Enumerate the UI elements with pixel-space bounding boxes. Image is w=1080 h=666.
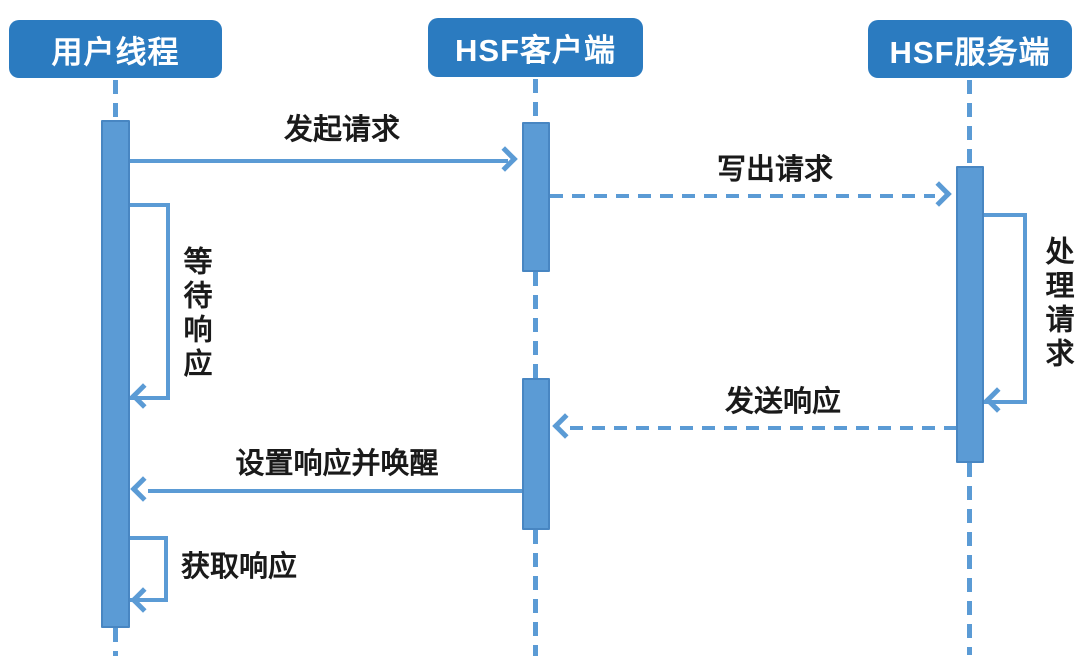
lifeline-hsf-server: [967, 80, 972, 168]
arrow-left-icon: [552, 413, 578, 439]
message-send-response-line: [570, 426, 956, 430]
lifeline-hsf-server: [967, 463, 972, 655]
participant-hsf-client: HSF客户端: [428, 18, 643, 77]
lifeline-hsf-client: [533, 272, 538, 380]
message-write-request-line: [550, 194, 935, 198]
participant-user-thread: 用户线程: [9, 20, 222, 78]
message-initiate-request-label: 发起请求: [283, 114, 400, 146]
participant-hsf-server: HSF服务端: [868, 20, 1072, 78]
message-set-response-wake-label: 设置响应并唤醒: [235, 448, 439, 480]
activation-bar-hsf-client-2: [522, 378, 550, 530]
message-get-response-label: 获取响应: [181, 551, 298, 583]
lifeline-user-thread: [113, 80, 118, 122]
message-set-response-wake-line: [148, 489, 522, 493]
activation-bar-hsf-server: [956, 166, 984, 463]
lifeline-hsf-client: [533, 79, 538, 124]
self-loop-wait-response: [130, 203, 170, 400]
message-initiate-request-line: [130, 159, 508, 163]
self-loop-get-response: [130, 536, 168, 602]
arrow-left-icon: [130, 476, 156, 502]
lifeline-user-thread: [113, 628, 118, 656]
message-send-response-label: 发送响应: [724, 386, 841, 418]
message-process-request-label: 处理请求: [1041, 236, 1073, 372]
activation-bar-hsf-client-1: [522, 122, 550, 272]
activation-bar-user-thread: [101, 120, 130, 628]
message-wait-response-label: 等待响应: [179, 246, 211, 382]
lifeline-hsf-client: [533, 530, 538, 656]
arrow-right-icon: [492, 146, 518, 172]
self-loop-process-request: [984, 213, 1027, 404]
message-write-request-label: 写出请求: [716, 154, 833, 186]
arrow-right-icon: [926, 181, 952, 207]
